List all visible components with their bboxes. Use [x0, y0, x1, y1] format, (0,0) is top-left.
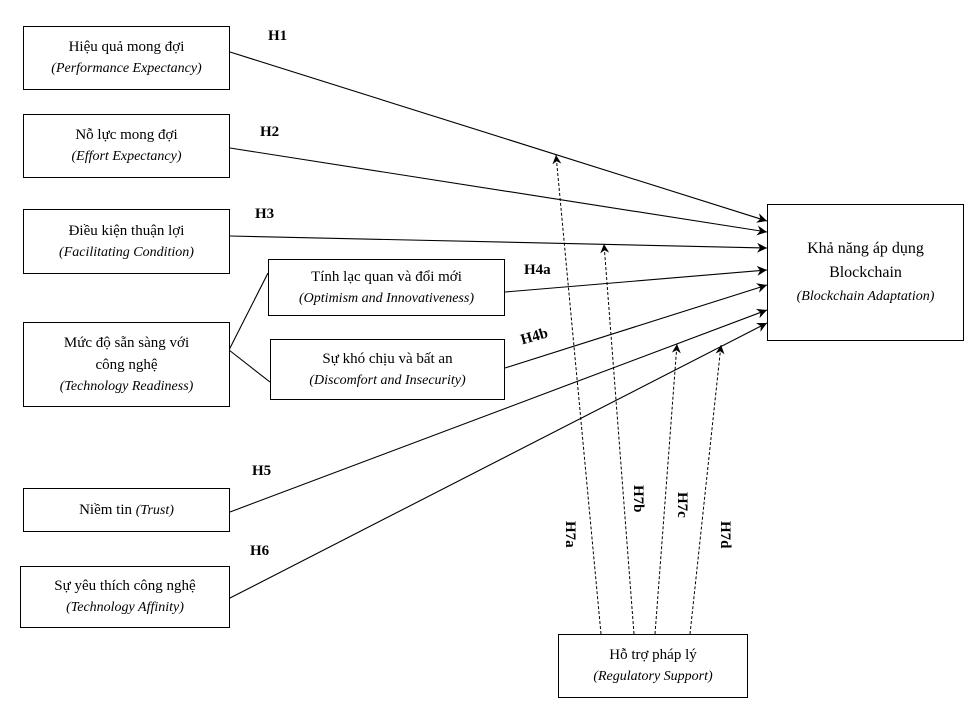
node-regulatory-support: Hỗ trợ pháp lý (Regulatory Support) [558, 634, 748, 698]
label-h6: H6 [250, 543, 270, 559]
node-en-label: (Blockchain Adaptation) [796, 288, 935, 304]
node-en-label: (Technology Readiness) [59, 378, 194, 394]
label-h7a: H7a [562, 521, 578, 548]
node-vi-label: Hiệu quả mong đợi [68, 39, 185, 55]
node-technology-readiness: Mức độ sẵn sàng với công nghệ (Technolog… [23, 322, 230, 407]
node-en-label: (Technology Affinity) [66, 600, 184, 615]
node-en-label: (Facilitating Condition) [59, 244, 194, 260]
node-effort-expectancy: Nỗ lực mong đợi (Effort Expectancy) [23, 114, 230, 178]
node-vi-label: Nỗ lực mong đợi [75, 127, 178, 143]
node-en-label: (Trust) [135, 502, 174, 518]
path-h1 [229, 51, 768, 223]
tr-to-oi-connector [228, 272, 269, 351]
label-h4a: H4a [524, 262, 551, 278]
node-vi-label: Hỗ trợ pháp lý [609, 647, 697, 663]
path-h7c [654, 343, 681, 635]
path-h5 [229, 308, 768, 513]
node-trust: Niềm tin (Trust) [23, 488, 230, 532]
label-h7d: H7d [717, 521, 733, 549]
node-vi-label-line2: công nghệ [95, 356, 158, 373]
node-facilitating-condition: Điều kiện thuận lợi (Facilitating Condit… [23, 209, 230, 274]
label-h1: H1 [268, 28, 288, 44]
tr-to-di-connector [228, 349, 271, 383]
label-h5: H5 [252, 463, 272, 479]
node-vi-label: Tính lạc quan và đổi mới [311, 268, 462, 285]
node-en-label: (Discomfort and Insecurity) [309, 372, 466, 388]
node-vi-label: Khả năng áp dụng [807, 239, 924, 257]
path-h7b [600, 243, 635, 635]
path-h3 [229, 235, 768, 253]
path-h2 [229, 147, 768, 236]
label-h3: H3 [255, 206, 275, 222]
node-en-label: (Regulatory Support) [593, 669, 713, 684]
node-en-label: (Performance Expectancy) [51, 61, 202, 76]
path-h6 [229, 322, 768, 599]
node-en-label: (Optimism and Innovativeness) [299, 290, 474, 306]
node-vi-label: Mức độ sẵn sàng với [63, 334, 190, 351]
node-vi-label: Sự yêu thích công nghệ [54, 578, 196, 594]
node-vi-label: Sự khó chịu và bất an [322, 350, 453, 367]
path-h7a [552, 154, 602, 635]
label-h2: H2 [260, 124, 280, 140]
node-vi-label-line2: Blockchain [829, 263, 902, 281]
path-h4a [504, 265, 768, 293]
node-technology-affinity: Sự yêu thích công nghệ (Technology Affin… [20, 566, 230, 628]
node-vi-label: Điều kiện thuận lợi [68, 222, 185, 239]
node-discomfort-insecurity: Sự khó chịu và bất an (Discomfort and In… [270, 339, 505, 400]
node-vi-label: Niềm tin [79, 501, 133, 518]
node-optimism-innovativeness: Tính lạc quan và đổi mới (Optimism and I… [268, 259, 505, 316]
node-blockchain-adaptation: Khả năng áp dụng Blockchain (Blockchain … [767, 204, 964, 341]
path-h4b [504, 283, 768, 369]
node-performance-expectancy: Hiệu quả mong đợi (Performance Expectanc… [23, 26, 230, 90]
node-label: Niềm tin (Trust) [79, 499, 174, 522]
label-h7c: H7c [674, 492, 690, 518]
path-h7d [689, 344, 725, 635]
label-h7b: H7b [630, 485, 646, 513]
node-en-label: (Effort Expectancy) [71, 149, 182, 164]
